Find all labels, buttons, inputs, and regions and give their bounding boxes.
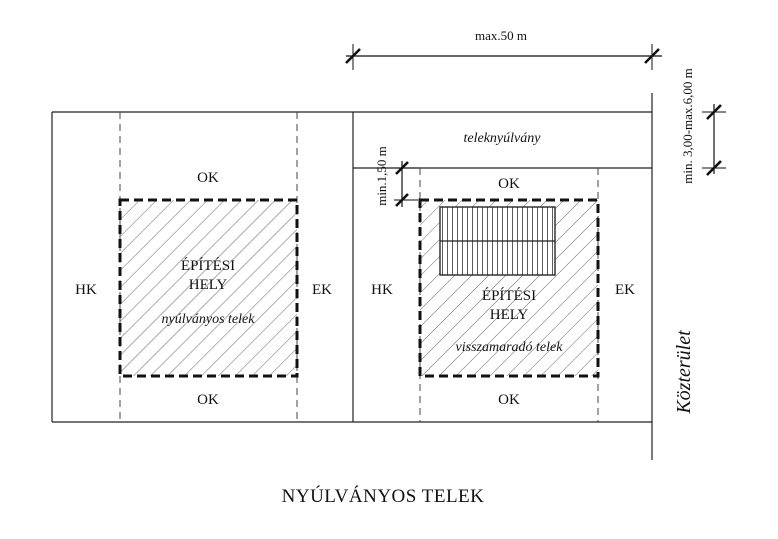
right-building-area-label-1: ÉPÍTÉSI (482, 287, 536, 304)
left-building-area (118, 198, 299, 378)
plot-outline (51, 93, 653, 460)
left-plot-name: nyúlványos telek (162, 312, 256, 327)
right-side-hk: HK (371, 282, 393, 298)
extension-depth-dimension (702, 104, 726, 176)
width-dimension (345, 44, 662, 70)
left-side-hk: HK (75, 282, 97, 298)
left-building-area-label-2: HELY (189, 277, 228, 293)
right-building-area-label-2: HELY (490, 307, 529, 323)
max-width-label: max.50 m (475, 28, 527, 43)
street-label: Közterület (673, 330, 695, 415)
left-front-setback: OK (197, 170, 219, 186)
left-side-ek: EK (312, 282, 332, 298)
right-side-ek: EK (615, 282, 635, 298)
right-front-setback: OK (498, 176, 520, 192)
right-plot-name: visszamaradó telek (456, 340, 564, 355)
diagram-title: NYÚLVÁNYOS TELEK (282, 485, 485, 507)
left-building-area-label-1: ÉPÍTÉSI (181, 257, 235, 274)
existing-building (439, 206, 556, 276)
left-rear-setback: OK (197, 392, 219, 408)
min-offset-dimension (394, 161, 418, 207)
right-rear-setback: OK (498, 392, 520, 408)
min-offset-label: min.1,50 m (374, 146, 389, 206)
extension-depth-label: min. 3,00-max.6,00 m (680, 68, 695, 184)
extension-label: teleknyúlvány (464, 131, 542, 146)
